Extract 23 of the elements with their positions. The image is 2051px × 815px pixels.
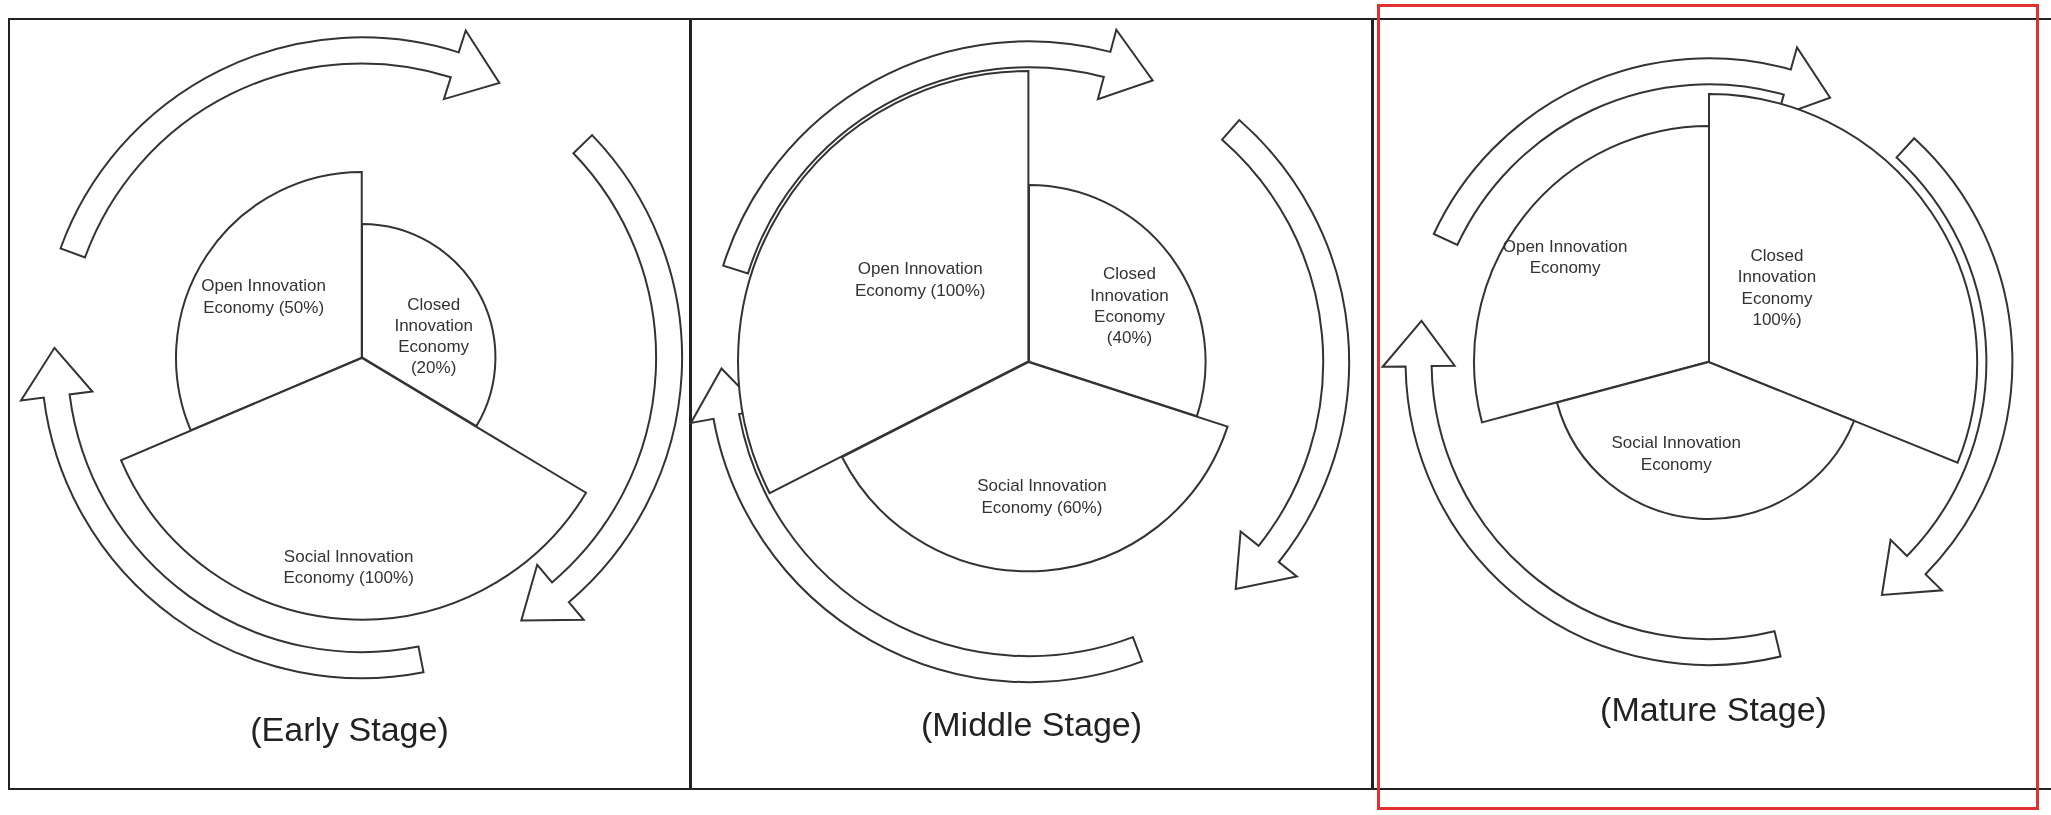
sector-label: Open Innovation Economy (50%) [200,275,327,318]
stage-panel [8,18,691,790]
stage-label: (Early Stage) [250,710,449,749]
sector-label: Open Innovation Economy [1501,235,1629,279]
cycle-arrow [1381,319,1782,667]
cycle-arrow [20,346,425,679]
sector-label: Closed Innovation Economy (20%) [393,293,474,379]
cycle-arrow [520,134,684,622]
sector-label: Open Innovation Economy (100%) [854,258,987,301]
sector-label: Closed Innovation Economy 100%) [1736,244,1818,330]
cycle-arrow [1432,46,1832,246]
cycle-arrow [689,367,1144,684]
sector-label: Closed Innovation Economy (40%) [1089,262,1170,348]
cycle-arrow [1880,137,2014,596]
sector-label: Social Innovation Economy [1610,432,1742,475]
stage-panel [690,18,1373,790]
sector-label: Social Innovation Economy (100%) [282,545,415,589]
sector-label: Social Innovation Economy (60%) [976,475,1108,518]
cycle-arrow [1221,119,1350,591]
cycle-arrow [722,28,1154,275]
stage-label: (Mature Stage) [1600,690,1827,729]
cycle-arrow [59,29,501,259]
stage-label: (Middle Stage) [920,705,1143,744]
